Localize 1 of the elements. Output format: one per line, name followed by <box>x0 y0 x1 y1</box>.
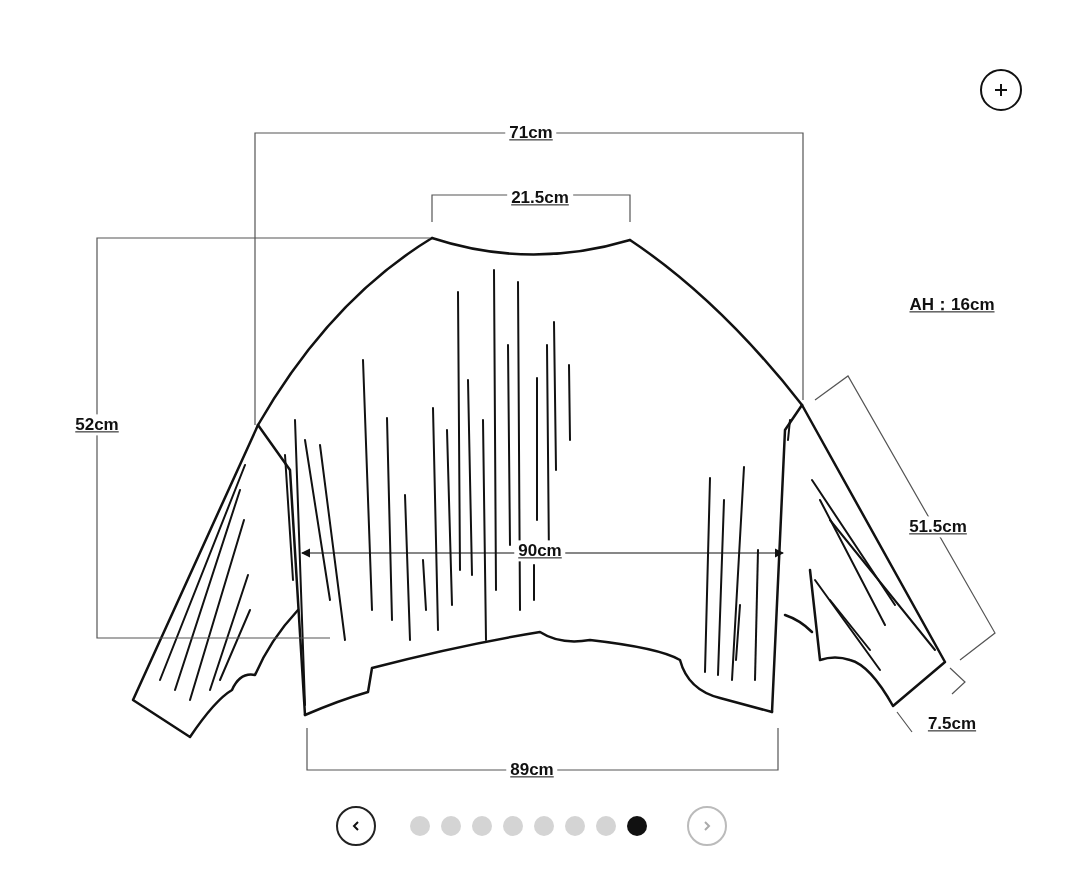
dimension-label: 90cm <box>514 540 566 562</box>
